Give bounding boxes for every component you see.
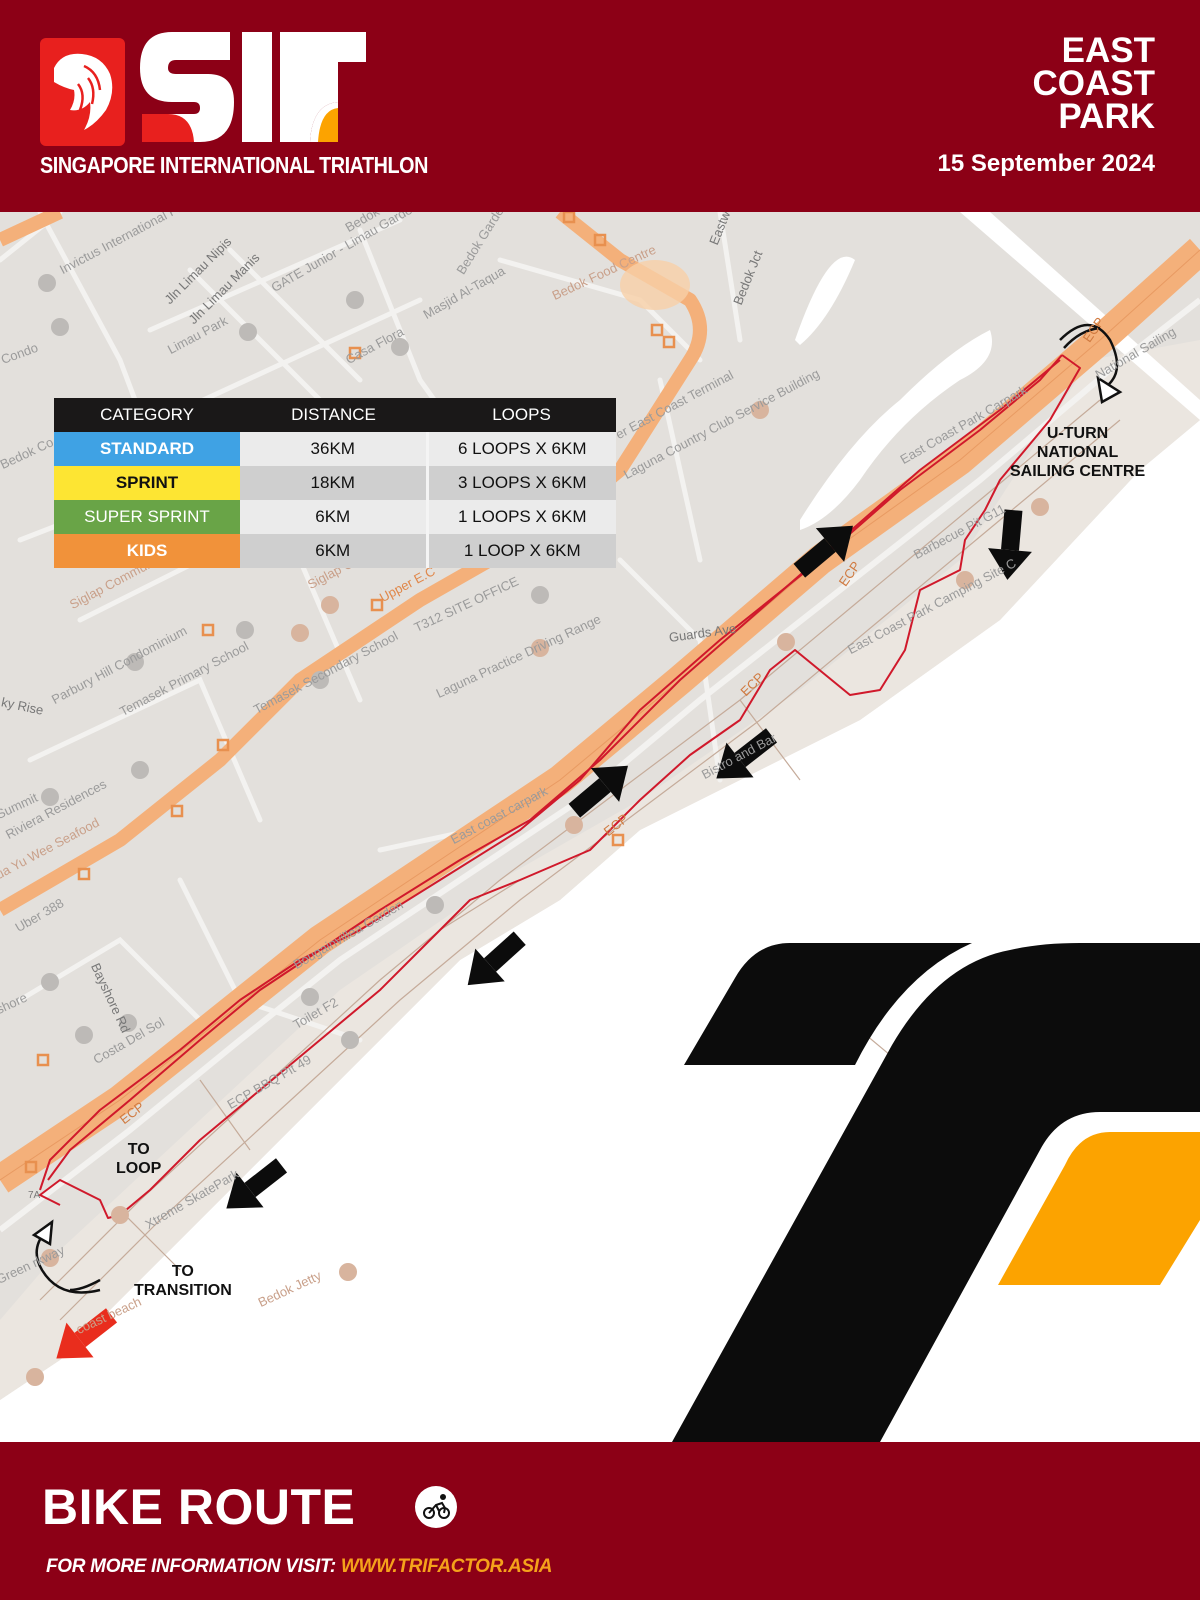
to-loop-line: LOOP: [116, 1160, 162, 1177]
table-row: SPRINT 18KM 3 LOOPS X 6KM: [54, 466, 616, 500]
category-sprint: SPRINT: [54, 466, 240, 500]
logo-subtitle: SINGAPORE INTERNATIONAL TRIATHLON: [40, 152, 429, 178]
route-map[interactable]: Invictus International Preschool Grandeu…: [0, 212, 1200, 1442]
route-title: BIKE ROUTE: [42, 1479, 356, 1535]
venue-line: COAST: [1032, 64, 1156, 103]
trifactor-watermark-logo: [672, 943, 1200, 1442]
distance-cell: 6KM: [240, 500, 427, 534]
more-info-text: FOR MORE INFORMATION VISIT: WWW.TRIFACTO…: [46, 1556, 553, 1578]
to-transition-line: TRANSITION: [134, 1282, 232, 1299]
event-date: 15 September 2024: [937, 150, 1155, 177]
uturn-label: U-TURN NATIONAL SAILING CENTRE: [1010, 424, 1145, 481]
distance-cell: 36KM: [240, 432, 427, 466]
to-transition-line: TO: [171, 1263, 194, 1280]
cyclist-icon: [415, 1486, 457, 1528]
category-table: CATEGORY DISTANCE LOOPS STANDARD 36KM 6 …: [54, 398, 616, 568]
column-header-distance: DISTANCE: [240, 398, 427, 432]
loops-cell: 3 LOOPS X 6KM: [425, 466, 616, 500]
to-loop-line: TO: [127, 1141, 150, 1158]
table-header-row: CATEGORY DISTANCE LOOPS: [54, 398, 616, 432]
loops-cell: 6 LOOPS X 6KM: [425, 432, 616, 466]
column-header-category: CATEGORY: [54, 398, 240, 432]
table-row: SUPER SPRINT 6KM 1 LOOPS X 6KM: [54, 500, 616, 534]
category-super-sprint: SUPER SPRINT: [54, 500, 240, 534]
uturn-line: U-TURN: [1046, 425, 1109, 442]
info-prefix: FOR MORE INFORMATION VISIT:: [46, 1556, 341, 1577]
distance-cell: 6KM: [240, 534, 427, 568]
distance-cell: 18KM: [240, 466, 427, 500]
column-header-loops: LOOPS: [427, 398, 616, 432]
to-loop-label: TO LOOP: [116, 1140, 161, 1178]
header-banner: SINGAPORE INTERNATIONAL TRIATHLON EAST C…: [0, 0, 1200, 212]
sit-logo: [138, 32, 368, 149]
category-standard: STANDARD: [54, 432, 240, 466]
website-link[interactable]: WWW.TRIFACTOR.ASIA: [340, 1556, 553, 1577]
venue-title: EAST COAST PARK: [1032, 31, 1156, 136]
venue-line: EAST: [1061, 31, 1155, 70]
road-shield-label: 7A: [28, 1190, 41, 1201]
table-row: KIDS 6KM 1 LOOP X 6KM: [54, 534, 616, 568]
uturn-line: NATIONAL: [1036, 444, 1119, 461]
venue-line: PARK: [1058, 97, 1155, 136]
loops-cell: 1 LOOPS X 6KM: [425, 500, 616, 534]
loops-cell: 1 LOOP X 6KM: [425, 534, 616, 568]
table-row: STANDARD 36KM 6 LOOPS X 6KM: [54, 432, 616, 466]
footer-banner: BIKE ROUTE FOR MORE INFORMATION VISIT: W…: [0, 1442, 1200, 1600]
merlion-logo-icon: [40, 38, 125, 146]
to-transition-label: TO TRANSITION: [134, 1262, 232, 1300]
uturn-line: SAILING CENTRE: [1010, 463, 1146, 480]
category-kids: KIDS: [54, 534, 240, 568]
